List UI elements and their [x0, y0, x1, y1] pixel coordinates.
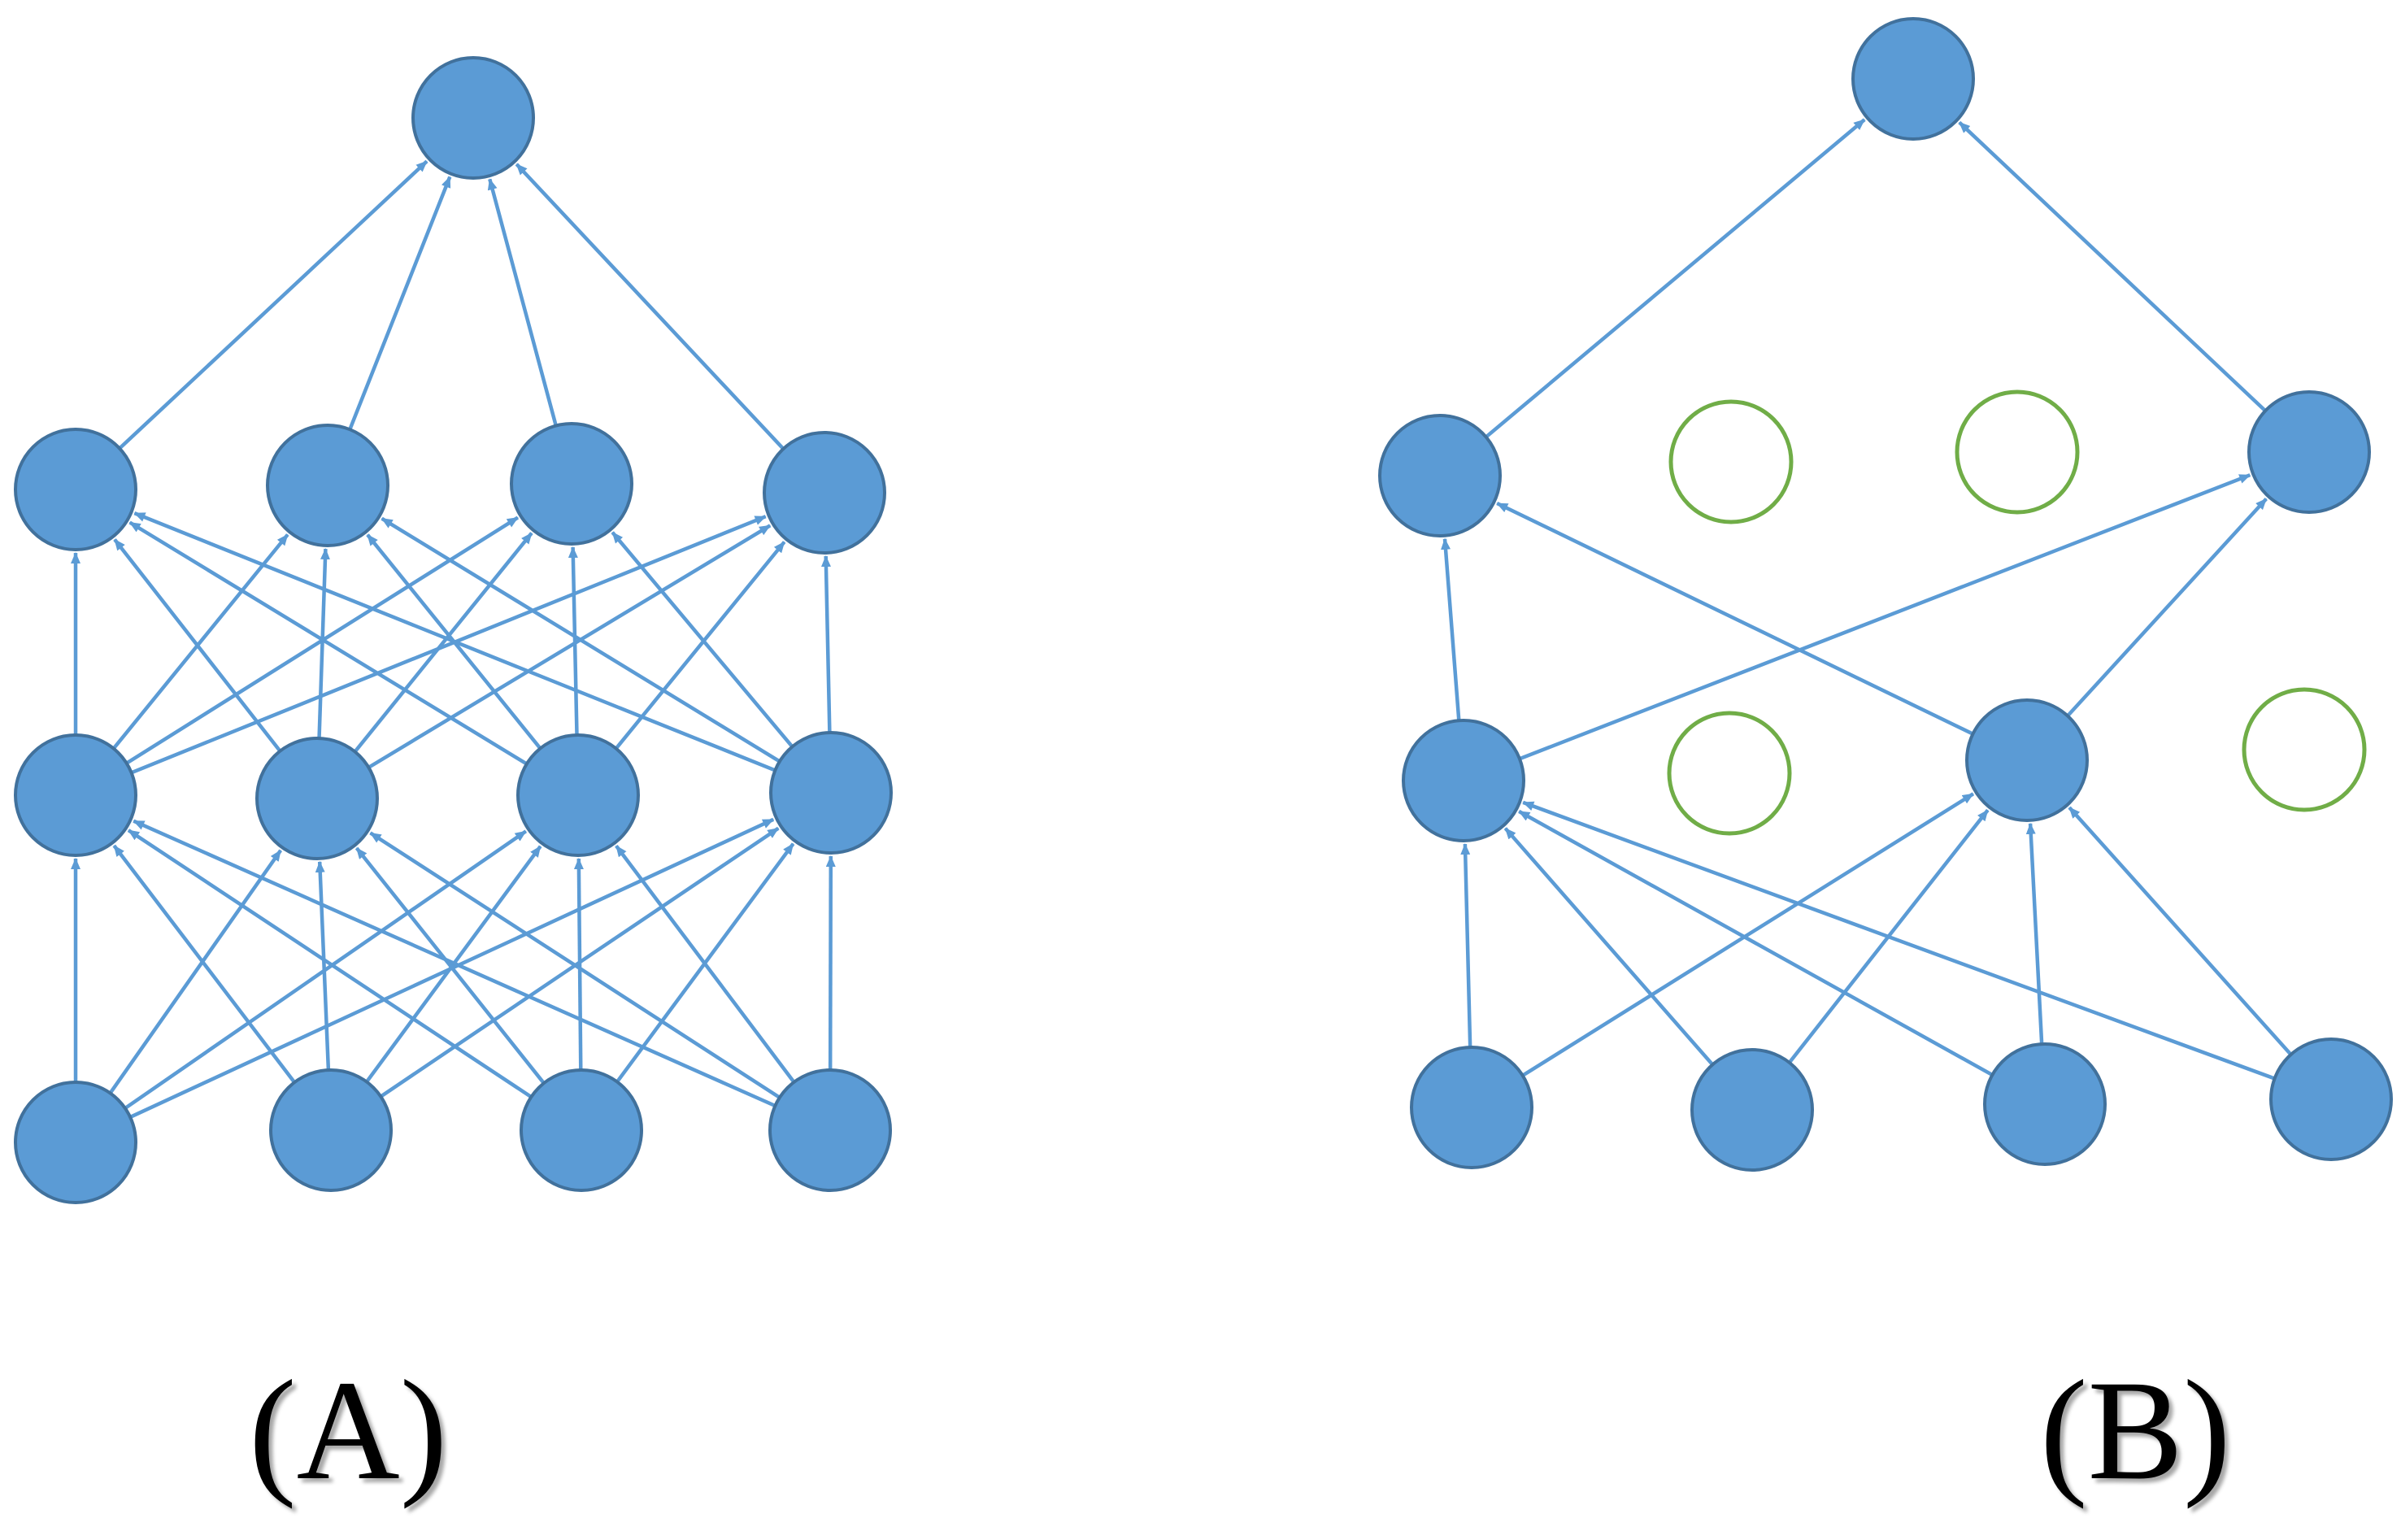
panel-a-edge: [825, 855, 836, 1098]
panel-a-edge: [112, 844, 313, 1105]
panel-b-input-neuron: [1983, 1042, 2107, 1166]
panel-b-edge: [2025, 822, 2046, 1072]
panel-b-edge: [1498, 792, 1975, 1092]
panel-b-edge: [2068, 806, 2311, 1077]
panel-b-edge: [1522, 800, 2301, 1090]
panel-a-edge: [344, 524, 772, 783]
nodes-layer: [14, 17, 2393, 1204]
panel-a-input-neuron: [14, 1081, 137, 1204]
panel-a-edge: [366, 533, 559, 771]
panel-b-hidden-1-neuron: [1402, 719, 1525, 842]
edges-layer: [71, 118, 2311, 1130]
panel-a-edge: [127, 829, 555, 1114]
panel-a-edge: [599, 842, 795, 1105]
panel-a-edge: [104, 817, 775, 1130]
panel-a-edge: [349, 845, 542, 1105]
panel-a-edge: [133, 511, 802, 782]
panel-a-edge: [357, 826, 780, 1114]
panel-a-edge: [94, 533, 289, 771]
panel-a-edge: [336, 532, 533, 774]
panel-b-edge: [1771, 808, 1990, 1085]
panel-b-hidden-1-dropped-neuron: [2242, 687, 2367, 812]
panel-b-output-neuron: [1851, 17, 1975, 141]
panel-b-hidden-1-dropped-neuron: [1667, 711, 1792, 836]
panel-a-edge: [381, 516, 804, 777]
panel-a-input-neuron: [520, 1068, 643, 1192]
panel-a-hidden-1-neuron: [516, 733, 640, 857]
panel-b-edge: [1441, 537, 1464, 748]
panel-a-hidden-1-neuron: [255, 737, 379, 860]
panel-b-hidden-2-neuron: [1378, 414, 1502, 537]
panel-a-hidden-2-neuron: [510, 422, 633, 546]
panel-b-hidden-1-neuron: [1965, 698, 2089, 822]
panel-a-input-neuron: [768, 1068, 892, 1192]
panel-a-edge: [316, 548, 330, 766]
panel-a-hidden-1-neuron: [14, 733, 137, 857]
panel-b-edge: [1496, 501, 1999, 748]
panel-a-edge: [113, 538, 298, 774]
panel-b-hidden-2-dropped-neuron: [1955, 389, 2080, 515]
panel-a-input-neuron: [269, 1068, 393, 1192]
panel-a-edge: [128, 520, 551, 780]
panel-b-edge: [1494, 473, 2251, 771]
panel-a-caption: (A): [249, 1351, 448, 1510]
panel-a-hidden-1-neuron: [769, 731, 893, 855]
panel-b-edge: [1503, 827, 1732, 1086]
panel-a-edge: [354, 846, 563, 1106]
panel-b-hidden-2-dropped-neuron: [1668, 399, 1794, 524]
panel-b-edge: [1518, 809, 2017, 1090]
panel-a-edge: [315, 860, 332, 1098]
panel-a-edge: [93, 849, 283, 1116]
panel-b-edge: [1958, 120, 2286, 431]
panel-b-edge: [1464, 118, 1866, 456]
panel-a-hidden-2-neuron: [266, 424, 389, 547]
panel-b-input-neuron: [2269, 1038, 2393, 1161]
panel-b-caption: (B): [2040, 1351, 2231, 1510]
panel-b-edge: [1460, 843, 1473, 1075]
panel-b-input-neuron: [1690, 1048, 1814, 1172]
panel-b-input-neuron: [1410, 1046, 1533, 1169]
panel-a-edge: [820, 555, 833, 760]
panel-a-edge: [487, 178, 565, 453]
panel-a-edge: [568, 546, 580, 763]
panel-a-edge: [98, 159, 428, 468]
panel-a-edge: [573, 858, 584, 1098]
panel-a-edge: [615, 844, 812, 1105]
panel-a-edge: [369, 831, 804, 1114]
panel-a-edge: [102, 829, 528, 1125]
panel-b-edge: [2047, 497, 2268, 737]
panel-a-edge: [515, 163, 803, 470]
panel-a-edge: [337, 176, 452, 456]
panel-a-output-neuron: [411, 56, 535, 180]
panel-b-hidden-2-neuron: [2247, 390, 2371, 514]
panel-a-hidden-2-neuron: [763, 431, 886, 555]
panel-a-edge: [133, 819, 801, 1119]
panel-a-hidden-2-neuron: [14, 428, 137, 551]
panel-a-edge: [611, 531, 811, 769]
panel-a-edge: [597, 541, 786, 771]
